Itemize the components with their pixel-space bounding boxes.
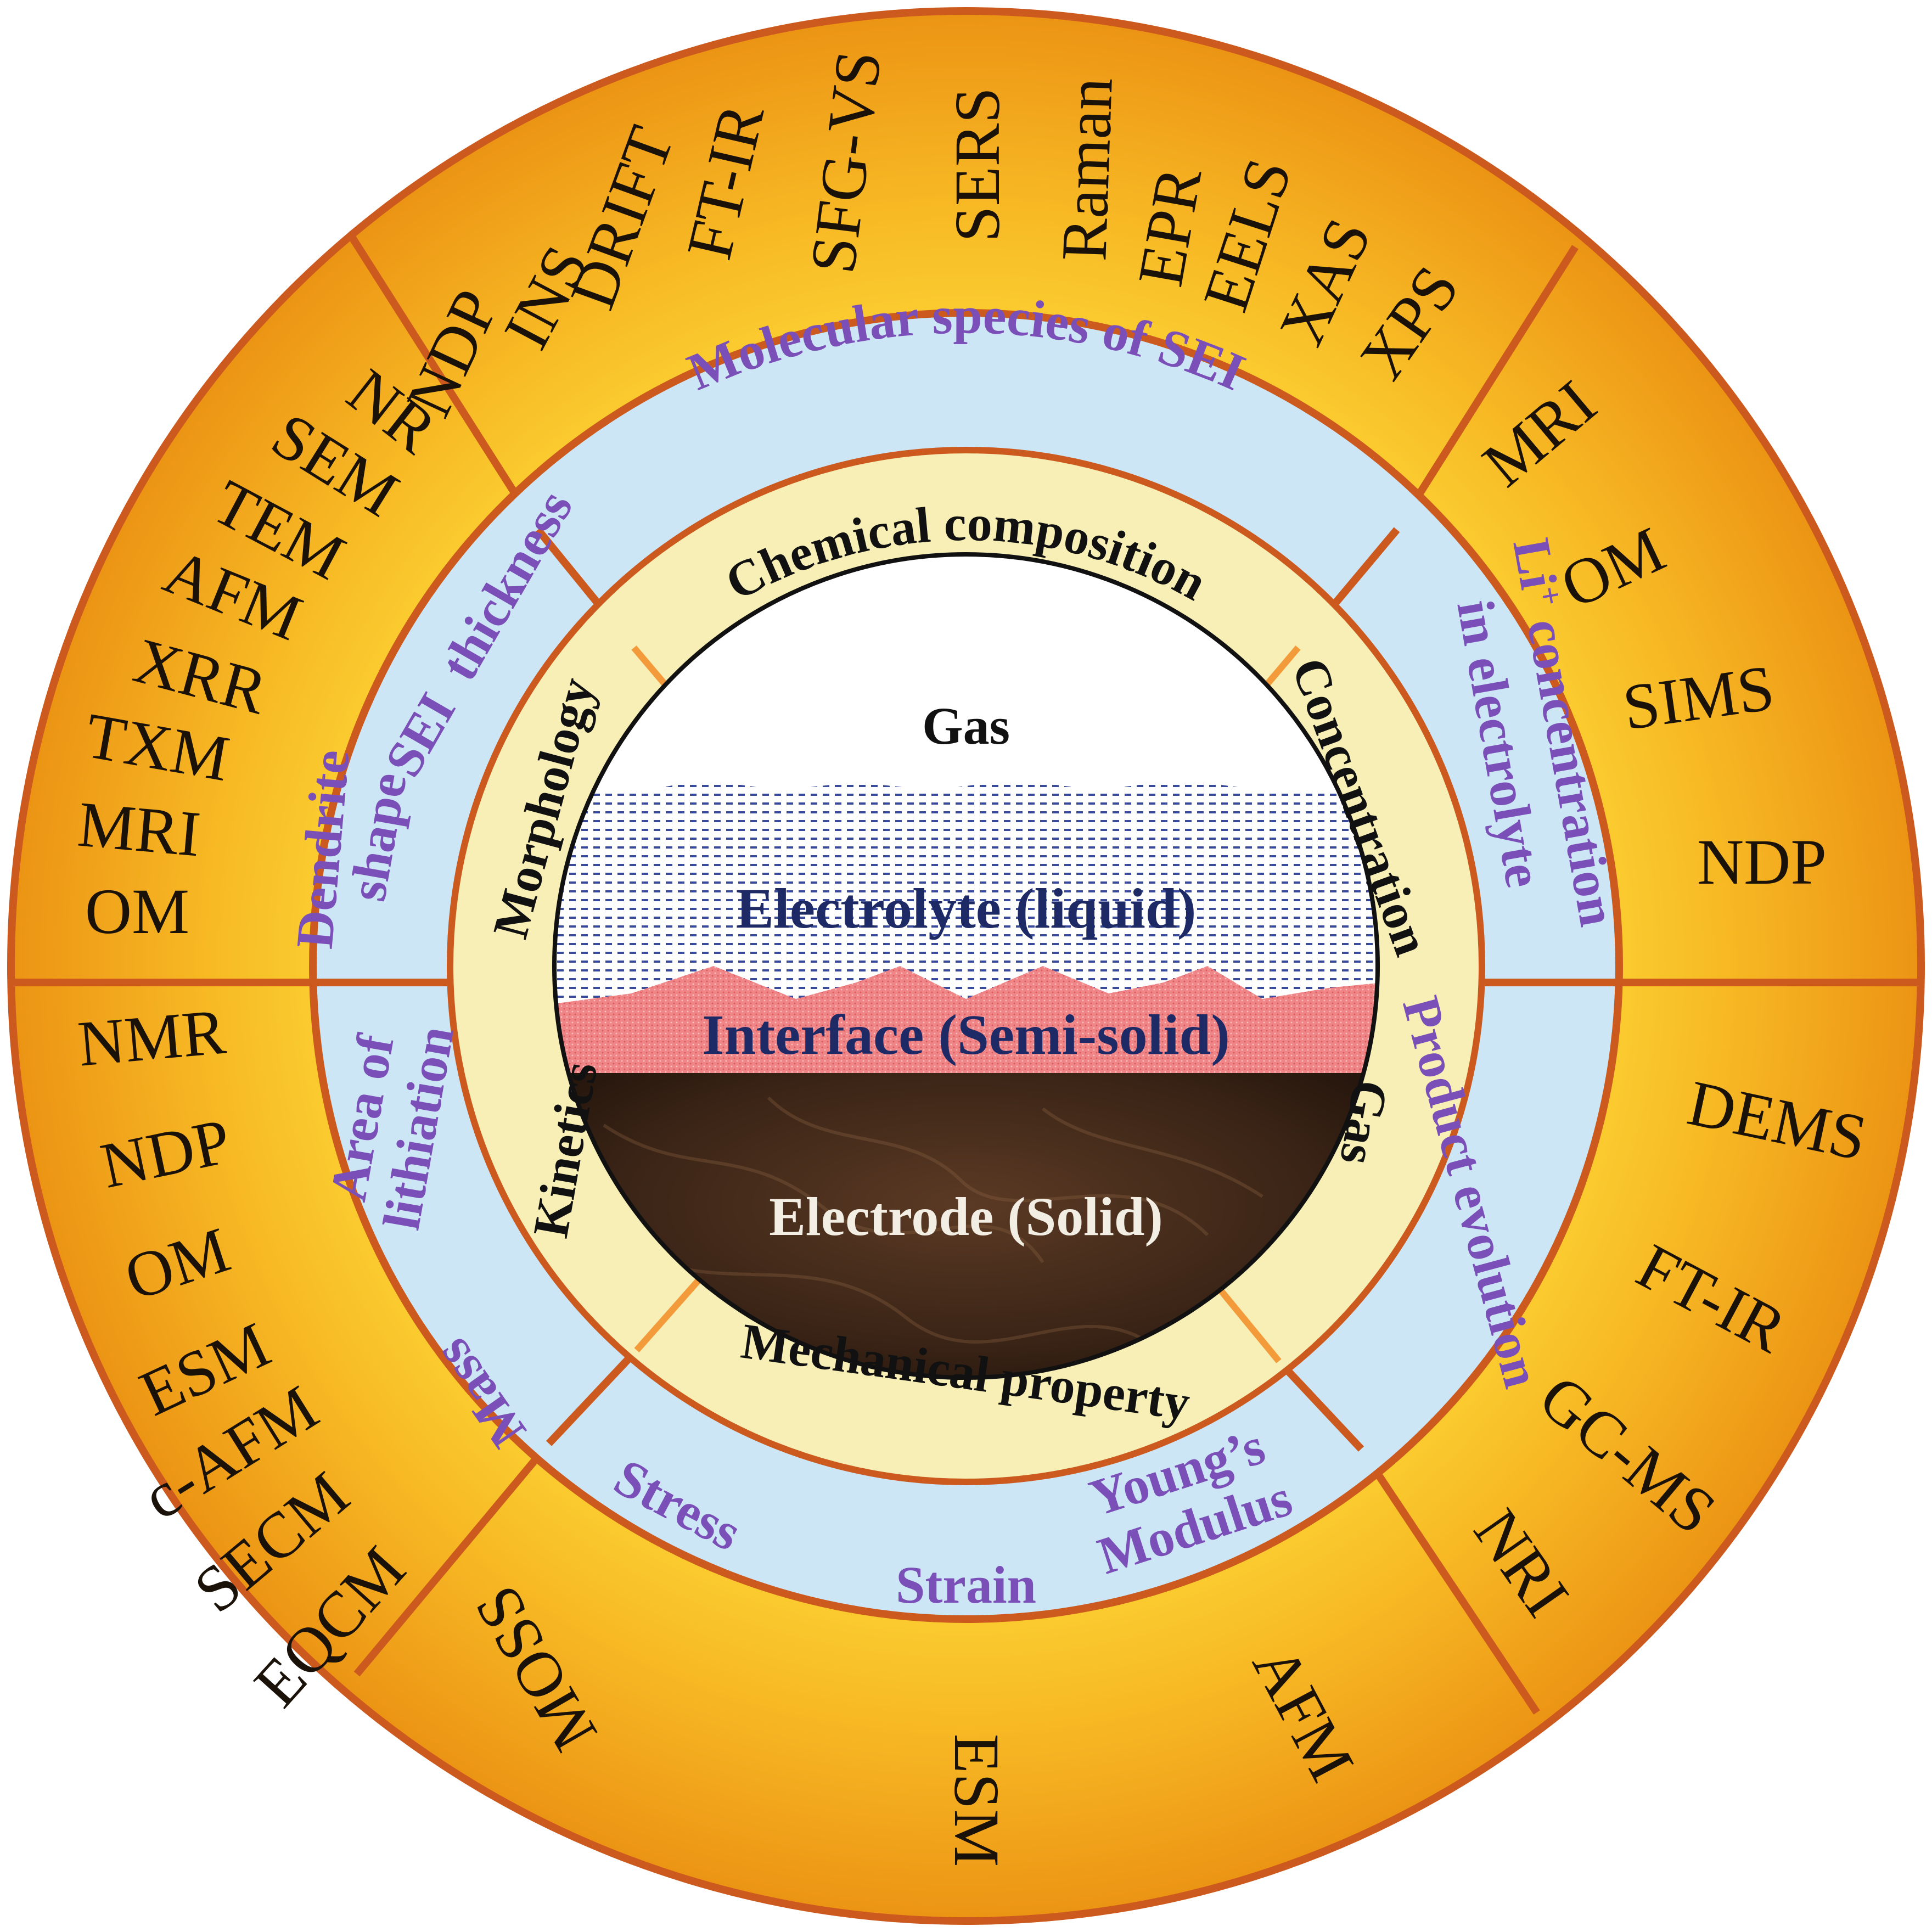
property-strain: Strain <box>896 1555 1036 1614</box>
core-gas-label: Gas <box>922 697 1010 755</box>
property-ring-dividers <box>313 527 1619 1452</box>
technique-label: NDP <box>1697 826 1827 898</box>
technique-label: SERS <box>941 87 1013 242</box>
interface-layer <box>554 966 1378 1076</box>
core-interface-label: Interface (Semi-solid) <box>702 1003 1230 1066</box>
technique-label: MRI <box>75 788 203 870</box>
outer-ring-dividers <box>11 234 1921 1715</box>
techniques-top: NDP INS DRIFT FT-IR SFG-VS SERS Raman EP… <box>392 47 1473 427</box>
core-electrode-label: Electrode (Solid) <box>769 1186 1163 1247</box>
core-electrolyte-label: Electrolyte (liquid) <box>736 877 1197 940</box>
technique-label: OM <box>85 875 189 947</box>
technique-label: Raman <box>1048 76 1126 262</box>
technique-label: NMR <box>75 996 229 1080</box>
technique-label: ESM <box>941 1734 1013 1867</box>
electrolyte-layer <box>554 779 1378 1010</box>
